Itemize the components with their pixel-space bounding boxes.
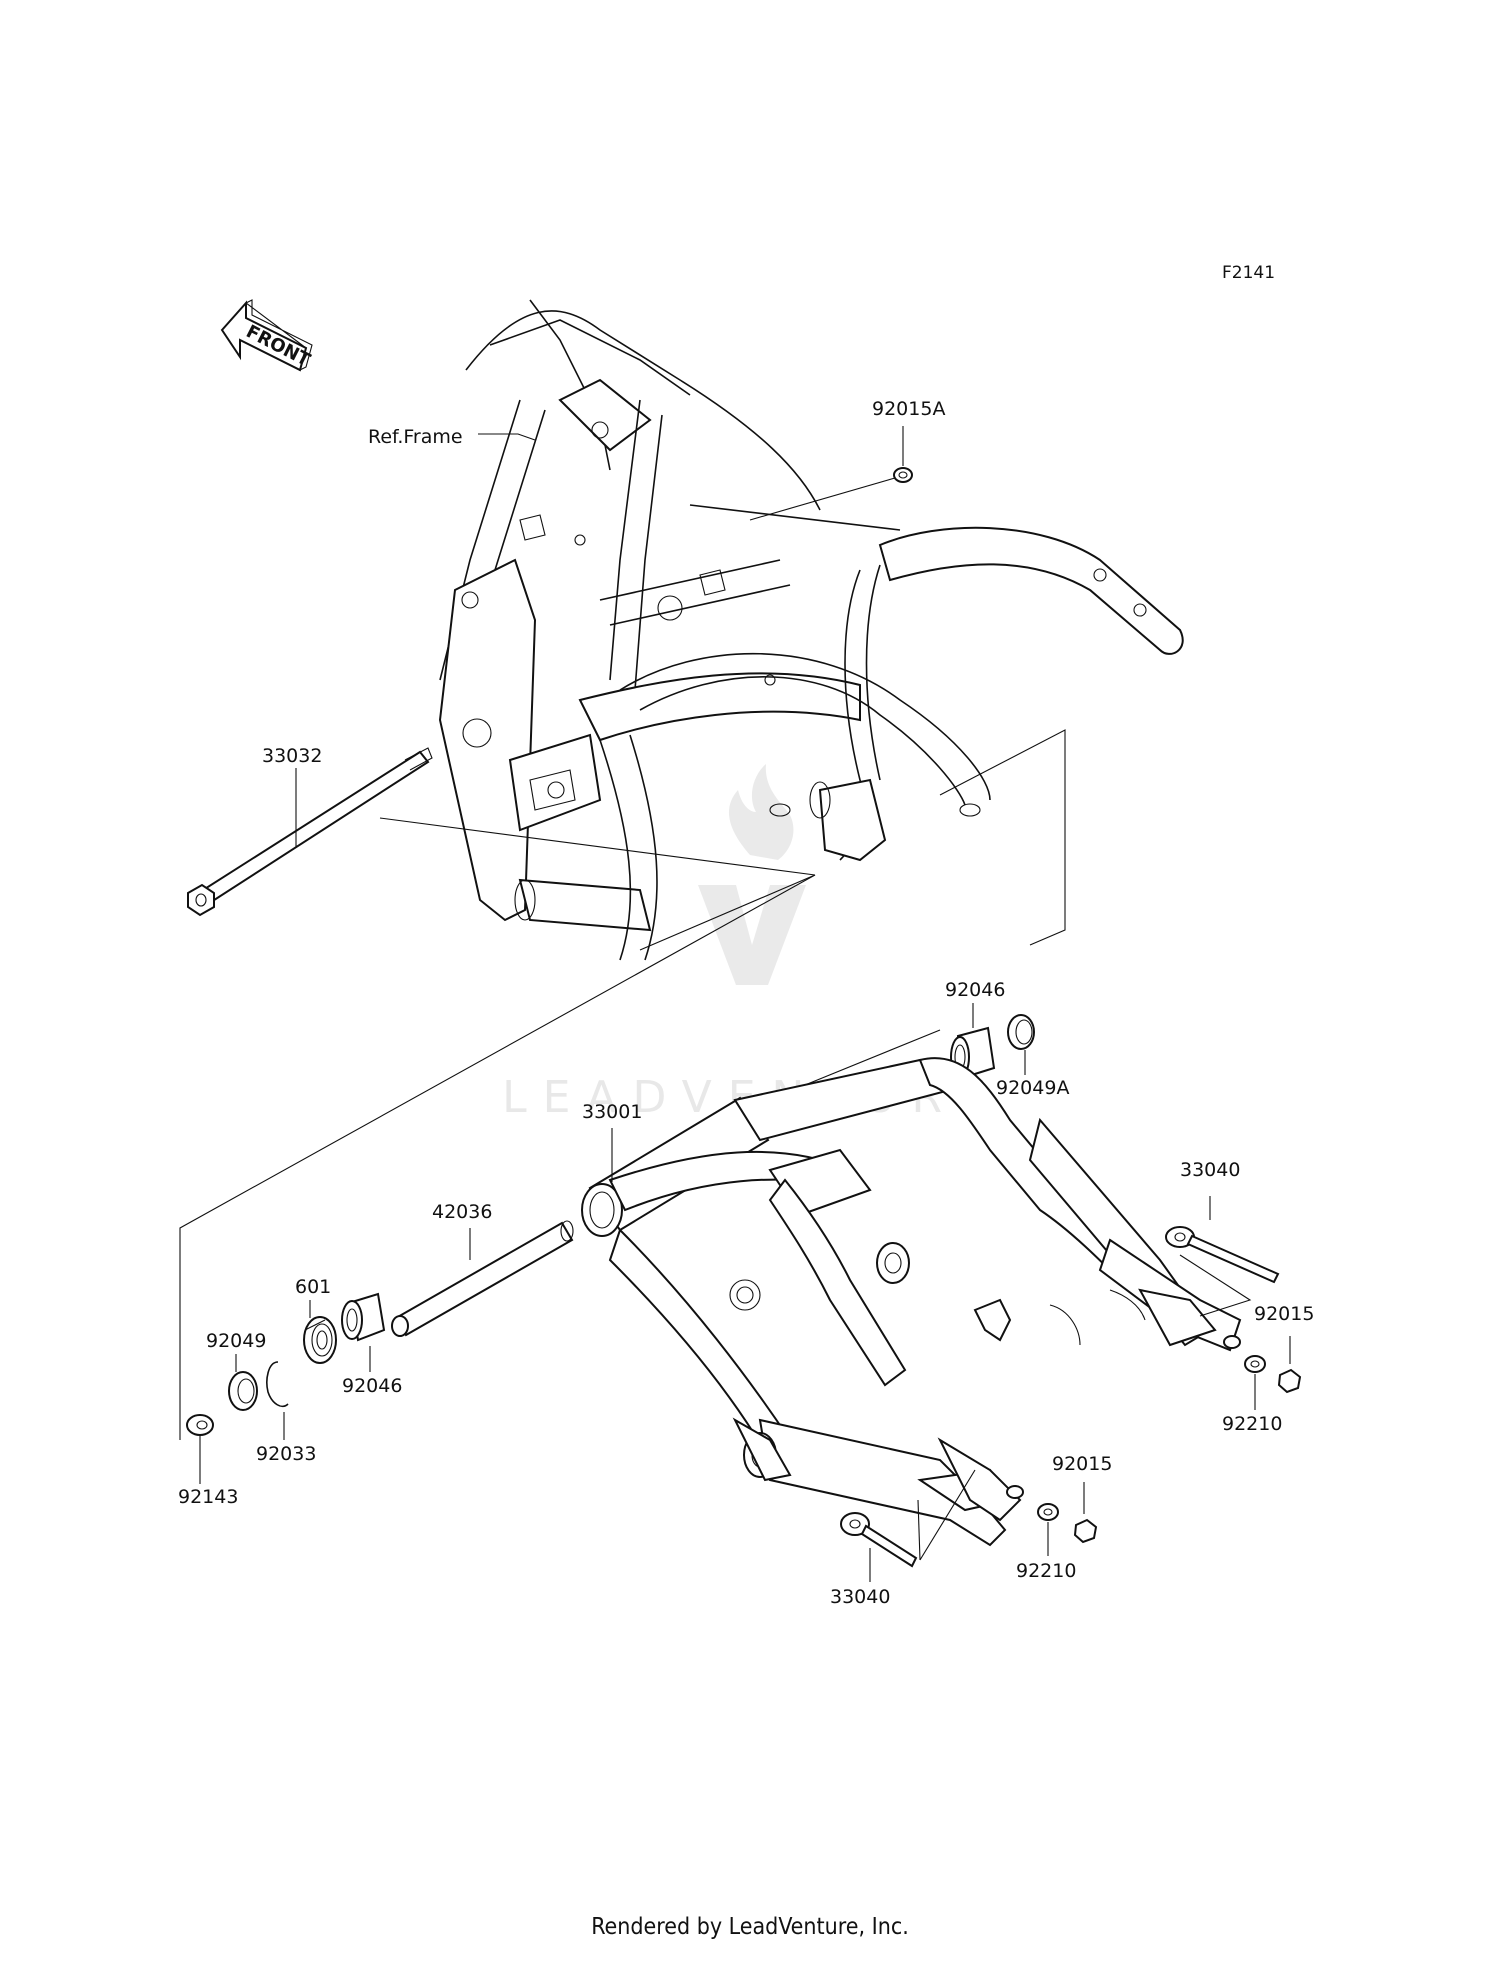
label-33040-right: 33040 — [1180, 1159, 1240, 1181]
circlip-92033: 92033 — [256, 1361, 316, 1465]
nut-92015A: 92015A — [872, 398, 945, 483]
label-92049A: 92049A — [996, 1077, 1069, 1099]
seal-92049: 92049 — [206, 1330, 266, 1411]
ref-frame-leader — [478, 433, 536, 441]
label-33032: 33032 — [262, 745, 322, 767]
needle-bearing-92046-left: 92046 — [341, 1292, 402, 1397]
spacer-tube-42036: 42036 — [391, 1201, 574, 1337]
frame-drawing — [438, 299, 1184, 961]
ref-frame-label: Ref.Frame — [368, 426, 463, 448]
label-92049: 92049 — [206, 1330, 266, 1352]
washer-92143: 92143 — [178, 1414, 238, 1508]
label-92015A: 92015A — [872, 398, 945, 420]
nut-92015-right: 92015 — [1254, 1303, 1314, 1394]
label-33001: 33001 — [582, 1101, 642, 1123]
swingarm-33001 — [581, 1057, 1242, 1547]
ball-bearing-601: 601 — [295, 1276, 337, 1364]
seal-92049A: 92049A — [996, 1014, 1069, 1099]
label-92046-left: 92046 — [342, 1375, 402, 1397]
label-601: 601 — [295, 1276, 331, 1298]
label-92015-right: 92015 — [1254, 1303, 1314, 1325]
label-42036: 42036 — [432, 1201, 492, 1223]
label-33040-bottom: 33040 — [830, 1586, 890, 1608]
nut-92210-right: 92210 — [1222, 1355, 1282, 1435]
front-direction-arrow: FRONT — [220, 299, 314, 372]
nut-92015-bottom: 92015 — [1052, 1453, 1112, 1544]
pivot-shaft-33032: 33032 — [187, 745, 433, 917]
nut-92210-bottom: 92210 — [1016, 1503, 1076, 1582]
label-92210-right: 92210 — [1222, 1413, 1282, 1435]
label-92143: 92143 — [178, 1486, 238, 1508]
adjuster-bolt-33040-bottom: 33040 — [830, 1469, 976, 1608]
diagram-reference-code: F2141 — [1222, 263, 1275, 283]
leadventure-watermark-logo — [698, 764, 806, 985]
callout-lines — [179, 729, 1066, 1440]
label-92033: 92033 — [256, 1443, 316, 1465]
needle-bearing-92046-top: 92046 — [945, 979, 1005, 1080]
adjuster-bolt-33040-right: 33040 — [1165, 1159, 1280, 1317]
rendered-by-footer: Rendered by LeadVenture, Inc. — [591, 1914, 909, 1940]
label-92015-bottom: 92015 — [1052, 1453, 1112, 1475]
label-92046-top: 92046 — [945, 979, 1005, 1001]
label-92210-bottom: 92210 — [1016, 1560, 1076, 1582]
